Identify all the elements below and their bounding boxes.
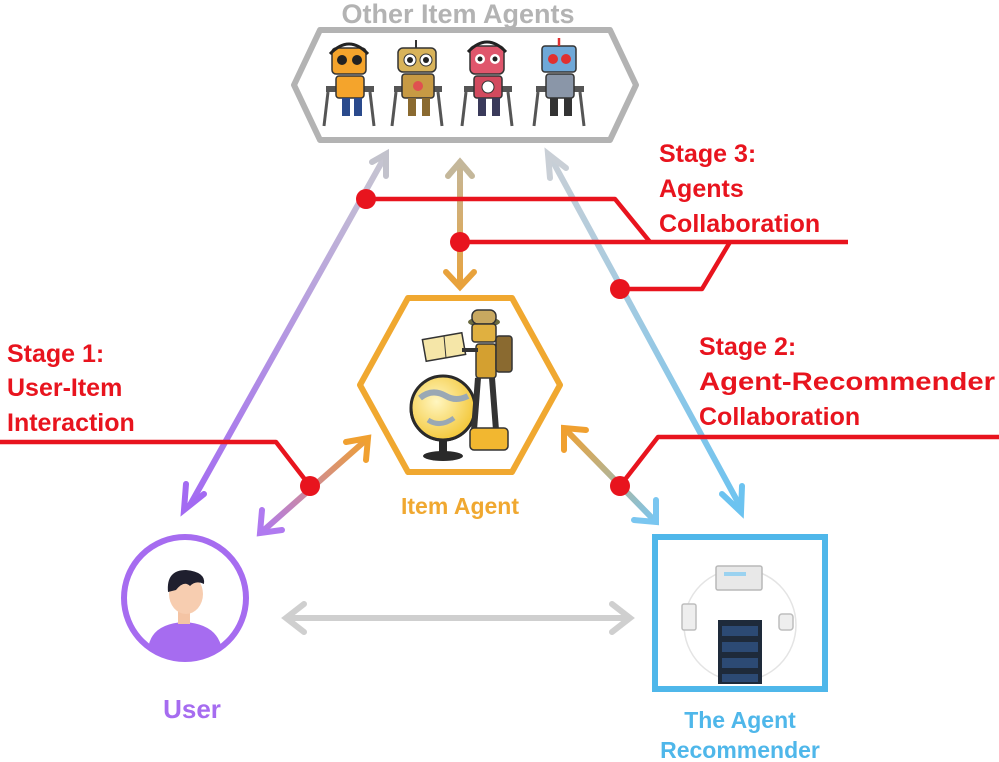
stage2-label: Stage 2: Agent-Recommender Collaboration [699, 333, 995, 431]
explorer-robot-icon [421, 309, 513, 451]
stage2-line2: Agent-Recommender [699, 368, 995, 396]
user-label: User [163, 694, 221, 724]
recommender-node [652, 534, 828, 692]
stage3-label: Stage 3: Agents Collaboration [659, 140, 820, 238]
person-icon [148, 570, 222, 660]
connector-dot [610, 476, 630, 496]
stage1-line2: User-Item [7, 374, 122, 402]
other-item-agents-node [291, 27, 639, 143]
connector-dot [610, 279, 630, 299]
recommender-label-line1: The Agent [684, 707, 796, 733]
stage1-label: Stage 1: User-Item Interaction [7, 340, 135, 437]
stage-connector-dots [300, 189, 630, 496]
arrow-item-agent-to-recommender [561, 424, 659, 526]
watch-icon [778, 613, 794, 631]
robot-icon [532, 38, 586, 127]
item-agent-node [357, 295, 563, 475]
item-agent-label: Item Agent [401, 493, 519, 519]
other-item-agents-label: Other Item Agents [341, 0, 574, 29]
robot-icon [390, 40, 444, 127]
stage3-line3: Collaboration [659, 210, 820, 238]
stage2-title: Stage 2: [699, 333, 796, 361]
stage2-connector [618, 434, 999, 488]
stage1-title: Stage 1: [7, 340, 104, 368]
robot-icon [322, 42, 376, 127]
stage3-line2: Agents [659, 175, 744, 203]
robot-icon [460, 40, 514, 127]
globe-icon [409, 374, 477, 461]
connector-dot [356, 189, 376, 209]
user-node [121, 534, 249, 662]
recommender-label-line2: Recommender [660, 737, 820, 762]
stage3-connectors [366, 196, 848, 292]
stage1-connector [0, 439, 312, 488]
phone-icon [681, 603, 697, 631]
stage3-title: Stage 3: [659, 140, 756, 168]
arrow-item-agent-to-other-agents [443, 157, 477, 292]
arrow-user-to-recommender [281, 601, 635, 635]
stage1-line3: Interaction [7, 409, 135, 437]
monitor-icon [715, 565, 763, 591]
connector-dot [450, 232, 470, 252]
arrow-recommender-to-other-agents [544, 147, 745, 519]
arrow-user-to-other-agents [180, 148, 389, 517]
stage2-line3: Collaboration [699, 403, 860, 431]
connector-dot [300, 476, 320, 496]
server-icon [718, 620, 762, 684]
